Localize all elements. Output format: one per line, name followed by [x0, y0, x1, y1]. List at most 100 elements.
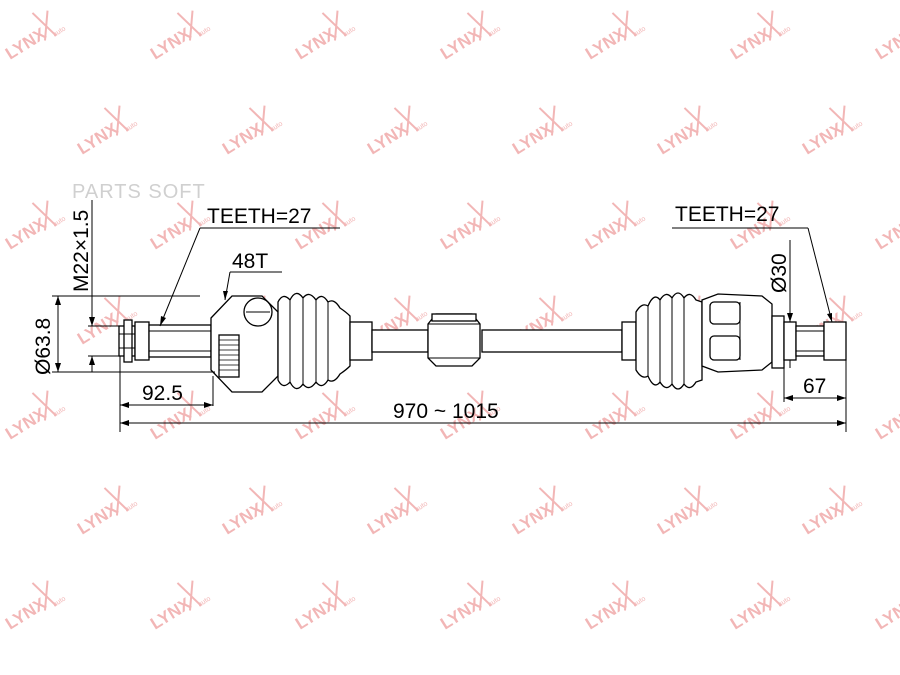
watermark-text: LYNX	[872, 404, 900, 444]
right-boot	[621, 292, 703, 390]
watermark-sub: auto	[414, 310, 429, 323]
diameter-right-label: Ø30	[768, 253, 791, 293]
watermark-sub: auto	[704, 120, 719, 133]
watermark-text: LYNX	[509, 119, 557, 159]
watermark-sub: auto	[414, 500, 429, 513]
watermark-sub: auto	[849, 500, 864, 513]
watermark-sub: auto	[52, 215, 67, 228]
watermark-sub: auto	[124, 120, 139, 133]
abs-teeth-label: 48T	[232, 250, 268, 273]
dim-right-label: 67	[803, 375, 826, 398]
watermark-sub: auto	[487, 595, 502, 608]
watermark-text: LYNX	[364, 499, 412, 539]
watermark-sub: auto	[269, 120, 284, 133]
watermark-text: LYNX	[147, 594, 195, 634]
left-threaded-stub	[118, 319, 212, 363]
watermark-text: LYNX	[364, 119, 412, 159]
watermark-sub: auto	[849, 310, 864, 323]
watermark-sub: auto	[632, 25, 647, 38]
watermark-sub: auto	[559, 310, 574, 323]
watermark-text: LYNX	[219, 499, 267, 539]
watermark-text: LYNX	[799, 499, 847, 539]
watermark-sub: auto	[559, 500, 574, 513]
watermark-sub: auto	[269, 500, 284, 513]
watermark-text: LYNX	[2, 214, 50, 254]
watermark-text: LYNX	[147, 24, 195, 64]
drive-shaft	[118, 292, 847, 393]
watermark-text: LYNX	[582, 594, 630, 634]
watermark-text: LYNX	[582, 24, 630, 64]
teeth-left-label: TEETH=27	[207, 205, 311, 228]
damper-weight	[427, 313, 481, 367]
watermark-sub: auto	[632, 405, 647, 418]
watermark-text: LYNX	[2, 24, 50, 64]
watermark-sub: auto	[342, 405, 357, 418]
watermark-sub: auto	[704, 500, 719, 513]
watermark-text: LYNX	[74, 499, 122, 539]
left-boot	[277, 292, 373, 390]
watermark-sub: auto	[124, 500, 139, 513]
watermark-sub: auto	[414, 120, 429, 133]
watermark-sub: auto	[52, 25, 67, 38]
watermark-text: LYNX	[147, 404, 195, 444]
watermark-text: LYNX	[437, 214, 485, 254]
watermark-text: LYNX	[509, 499, 557, 539]
inner-tripod-joint	[701, 293, 785, 373]
watermark-sub: auto	[849, 120, 864, 133]
watermark-text: LYNX	[219, 119, 267, 159]
abs-ring-teeth	[219, 339, 239, 371]
watermark-sub: auto	[342, 215, 357, 228]
dim-left-label: 92.5	[142, 382, 183, 405]
watermark-text: LYNX	[654, 119, 702, 159]
watermark-text: LYNX	[799, 119, 847, 159]
watermark-sub: auto	[52, 405, 67, 418]
watermark-sub: auto	[487, 25, 502, 38]
watermark-text: LYNX	[2, 594, 50, 634]
watermark-sub: auto	[342, 595, 357, 608]
watermark-sub: auto	[632, 595, 647, 608]
brand-text: PARTS SOFT	[72, 181, 206, 203]
watermark-text: LYNX	[437, 24, 485, 64]
watermark-text: LYNX	[872, 594, 900, 634]
watermark-sub: auto	[197, 595, 212, 608]
watermark-text: LYNX	[292, 24, 340, 64]
right-splined-stub	[783, 321, 847, 361]
watermark-text: LYNX	[872, 214, 900, 254]
watermark-text: LYNX	[582, 214, 630, 254]
watermark-text: LYNX	[437, 594, 485, 634]
watermark-text: LYNX	[74, 119, 122, 159]
watermark-text: LYNX	[292, 404, 340, 444]
diameter-left-label: Ø63.8	[32, 318, 55, 375]
teeth-right-label: TEETH=27	[675, 203, 779, 226]
watermark-sub: auto	[197, 25, 212, 38]
watermark-sub: auto	[487, 215, 502, 228]
watermark-text: LYNX	[74, 309, 122, 349]
watermark-text: LYNX	[727, 594, 775, 634]
